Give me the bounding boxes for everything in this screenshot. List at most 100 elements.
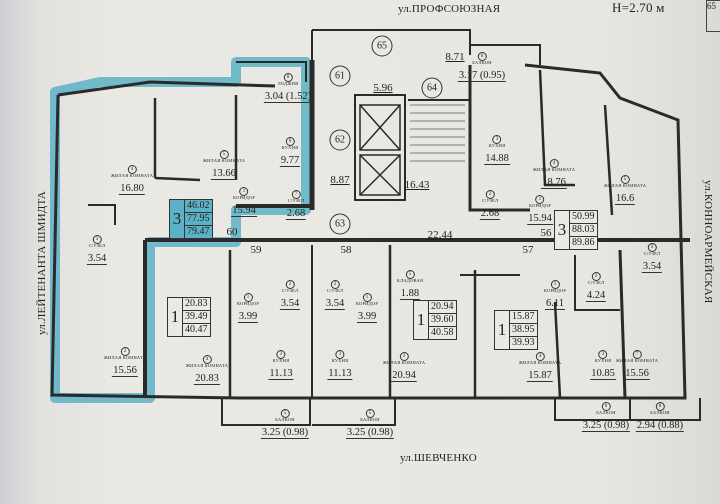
living-area: 20.83 [183, 298, 210, 311]
room-label: 5балкон3.25 (0.98) [345, 402, 395, 439]
room-type: кухня [281, 145, 299, 150]
room-number: 3 [598, 350, 608, 359]
room-number: 2 [485, 190, 495, 199]
room-type: с/узел [643, 251, 661, 256]
room-type: жилая комната [103, 355, 147, 360]
room-number: 1 [239, 187, 249, 196]
room-label: 6кухня9.77 [279, 130, 301, 167]
room-label: 8лоджия3.04 (1.52) [263, 66, 313, 103]
total-area: 88.03 [570, 224, 597, 237]
room-area: 1.88 [399, 287, 421, 300]
room-type: коридор [528, 203, 552, 208]
room-label: 6балкон3.17 (0.95) [457, 45, 507, 82]
total-area-with-balcony: 39.93 [512, 337, 535, 348]
room-area: 4.24 [585, 289, 607, 302]
common-area-number: 61 [329, 65, 351, 87]
room-type: балкон [472, 60, 492, 65]
room-type: балкон [360, 417, 380, 422]
room-type: кухня [488, 143, 506, 148]
room-label: 5балкон3.25 (0.98) [260, 402, 310, 439]
room-number: 2 [120, 347, 130, 356]
room-number: 2 [285, 280, 295, 289]
room-area: 13.66 [211, 167, 237, 180]
room-area: 15.94 [231, 204, 257, 217]
street-label-top: ул.ПРОФСОЮЗНАЯ [398, 3, 501, 15]
room-label: 2с/узел3.54 [324, 273, 346, 310]
street-label-right: ул.КОННОАРМЕЙСКАЯ [702, 180, 714, 304]
room-count: 1 [495, 311, 510, 349]
room-number: 7 [632, 350, 642, 359]
room-count: 1 [414, 301, 429, 339]
room-area: 15.56 [112, 364, 138, 377]
room-type: жилая комната [382, 360, 426, 365]
room-area: 3.54 [86, 252, 108, 265]
room-type: с/узел [287, 198, 305, 203]
room-number: 1 [550, 280, 560, 289]
room-label: 7с/узел 2.68 [285, 183, 307, 220]
room-count: 3 [170, 200, 185, 238]
room-type: кухня [331, 358, 349, 363]
living-area: 46.02 [185, 200, 212, 213]
room-area: 16.80 [119, 182, 145, 195]
corner-table-fragment: 65 [706, 0, 720, 32]
room-number: 2 [330, 280, 340, 289]
room-count: 1 [168, 298, 183, 336]
living-area: 20.94 [429, 301, 456, 314]
room-type: жилая комната [110, 173, 154, 178]
total-area-with-balcony: 40.58 [431, 327, 454, 338]
room-label: 3с/узел3.54 [641, 236, 663, 273]
room-type: кладовая [396, 278, 424, 283]
room-type: жилая комната [603, 183, 647, 188]
room-area: 3.25 (0.98) [260, 426, 310, 439]
room-type: жилая комната [202, 158, 246, 163]
room-count: 3 [555, 211, 570, 249]
room-type: с/узел [481, 198, 499, 203]
total-area-with-balcony: 79.47 [187, 226, 210, 237]
room-label: 4жилая комната20.83 [186, 348, 228, 385]
room-number: 7 [291, 190, 301, 199]
apartment-number: 60 [226, 226, 238, 238]
room-area: 2.68 [285, 207, 307, 220]
street-label-left: ул.ЛЕЙТЕНАНТА ШМИДТА [36, 191, 48, 335]
room-label: 6балкон3.25 (0.98) [581, 395, 631, 432]
room-label: 3с/узел 3.54 [86, 228, 108, 265]
room-label: 4жилая комната15.87 [519, 345, 561, 382]
room-type: коридор [232, 195, 256, 200]
room-label: 1коридор3.99 [237, 286, 259, 323]
common-area-number: 63 [329, 213, 351, 235]
room-label: 3кухня14.88 [484, 128, 510, 165]
room-type: с/узел [88, 243, 106, 248]
room-area: 9.77 [279, 154, 301, 167]
room-type: жилая комната [615, 358, 659, 363]
room-label: 5кладовая1.88 [397, 263, 423, 300]
room-type: коридор [236, 301, 260, 306]
room-type: балкон [275, 417, 295, 422]
room-label: 2с/узел3.54 [279, 273, 301, 310]
room-number: 4 [127, 165, 137, 174]
room-number: 1 [535, 195, 545, 204]
room-number: 3 [335, 350, 345, 359]
room-area: 3.04 (1.52) [263, 90, 313, 103]
room-number: 6 [601, 402, 611, 411]
room-number: 2 [399, 352, 409, 361]
room-number: 4 [202, 355, 212, 364]
room-label: 8балкон2.94 (0.88) [635, 395, 685, 432]
apartment-number: 58 [340, 244, 352, 256]
room-label: 7жилая комната 15.56 [616, 343, 658, 380]
room-area: 3.17 (0.95) [457, 69, 507, 82]
room-area: 15.56 [624, 367, 650, 380]
room-area: 3.54 [641, 260, 663, 273]
room-type: кухня [594, 358, 612, 363]
room-type: жилая комната [185, 363, 229, 368]
room-label: 2с/узел2.68 [479, 183, 501, 220]
room-label: 3кухня11.13 [327, 343, 353, 380]
room-label: 2жилая комната20.94 [383, 345, 425, 382]
room-number: 2 [591, 272, 601, 281]
room-number: 3 [92, 235, 102, 244]
